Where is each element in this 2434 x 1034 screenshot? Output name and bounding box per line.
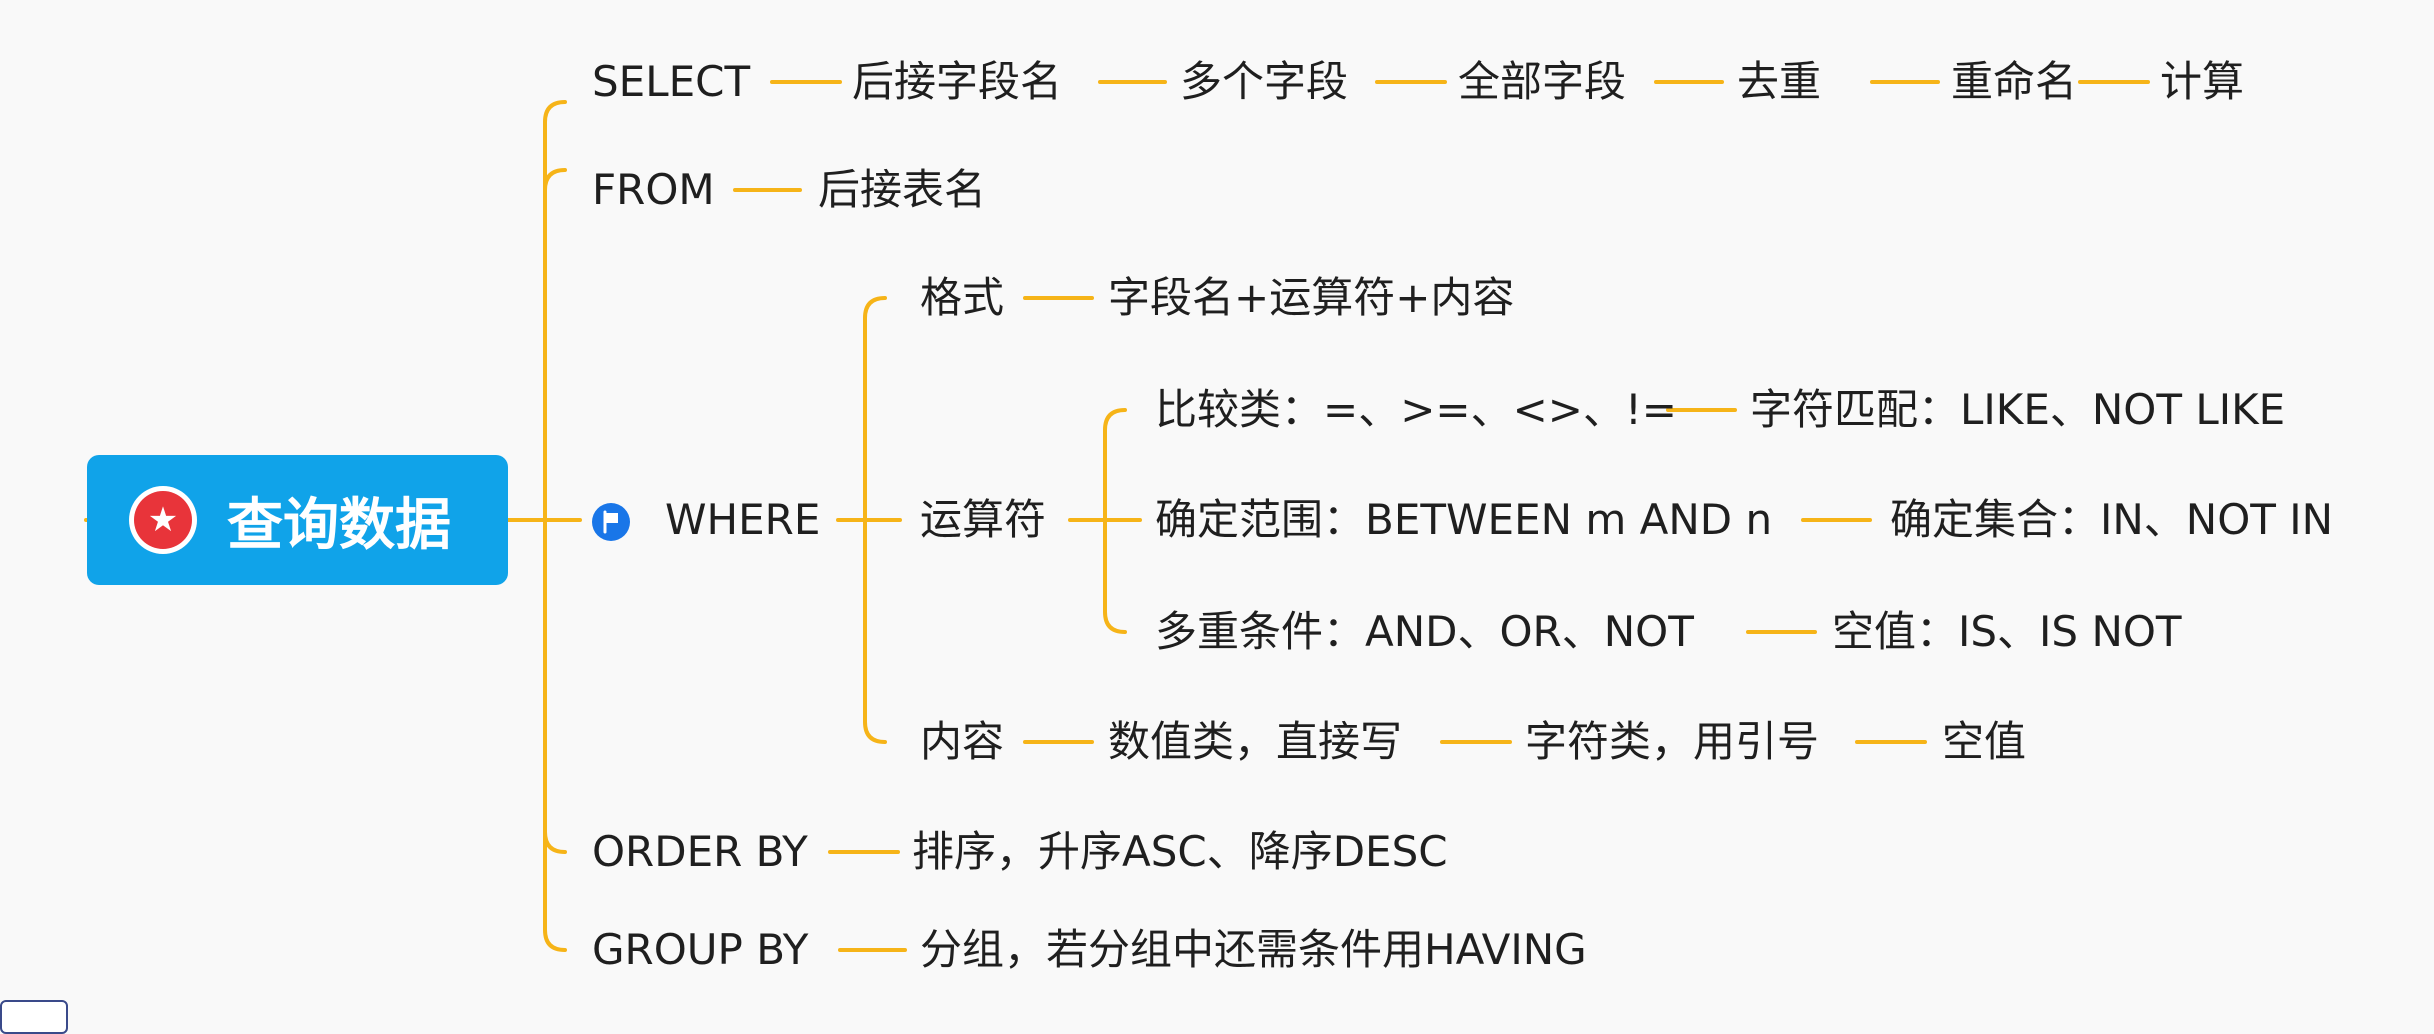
node-from[interactable]: FROM [592, 165, 715, 214]
node-op-compare[interactable]: 比较类：=、>=、<>、!= [1155, 385, 1677, 434]
node-where-operators[interactable]: 运算符 [920, 495, 1047, 544]
node-select[interactable]: SELECT [592, 57, 751, 106]
node-content-string[interactable]: 字符类，用引号 [1525, 717, 1820, 766]
node-where[interactable]: WHERE [665, 495, 821, 544]
node-order-by-detail[interactable]: 排序，升序ASC、降序DESC [912, 827, 1448, 876]
node-select-compute[interactable]: 计算 [2160, 57, 2245, 106]
connector [543, 830, 567, 854]
node-select-distinct[interactable]: 去重 [1737, 57, 1822, 106]
node-select-multi-fields[interactable]: 多个字段 [1180, 57, 1349, 106]
node-select-rename[interactable]: 重命名 [1951, 57, 2078, 106]
node-op-range[interactable]: 确定范围：BETWEEN m AND n [1155, 495, 1773, 544]
flag-icon [592, 503, 630, 541]
node-op-like[interactable]: 字符匹配：LIKE、NOT LIKE [1750, 385, 2286, 434]
root-label: 查询数据 [227, 492, 451, 558]
connector [543, 100, 567, 952]
node-order-by[interactable]: ORDER BY [592, 827, 808, 876]
node-from-table-name[interactable]: 后接表名 [818, 165, 987, 214]
node-group-by[interactable]: GROUP BY [592, 925, 809, 974]
node-op-null[interactable]: 空值：IS、IS NOT [1832, 607, 2182, 656]
node-select-all-fields[interactable]: 全部字段 [1458, 57, 1627, 106]
connector [543, 168, 567, 192]
node-group-by-detail[interactable]: 分组，若分组中还需条件用HAVING [920, 925, 1587, 974]
mind-map-connectors [84, 80, 2150, 952]
root-node[interactable]: ★ 查询数据 [87, 455, 508, 585]
node-select-field-name[interactable]: 后接字段名 [852, 57, 1063, 106]
node-content-numeric[interactable]: 数值类，直接写 [1108, 717, 1403, 766]
corner-widget[interactable] [0, 1000, 68, 1034]
node-where-format-detail[interactable]: 字段名+运算符+内容 [1108, 273, 1515, 322]
node-op-in[interactable]: 确定集合：IN、NOT IN [1890, 495, 2334, 544]
node-content-null[interactable]: 空值 [1942, 717, 2027, 766]
node-where-format[interactable]: 格式 [920, 273, 1005, 322]
node-where-content[interactable]: 内容 [920, 717, 1005, 766]
star-badge-icon: ★ [129, 486, 197, 554]
node-op-multi[interactable]: 多重条件：AND、OR、NOT [1155, 607, 1694, 656]
